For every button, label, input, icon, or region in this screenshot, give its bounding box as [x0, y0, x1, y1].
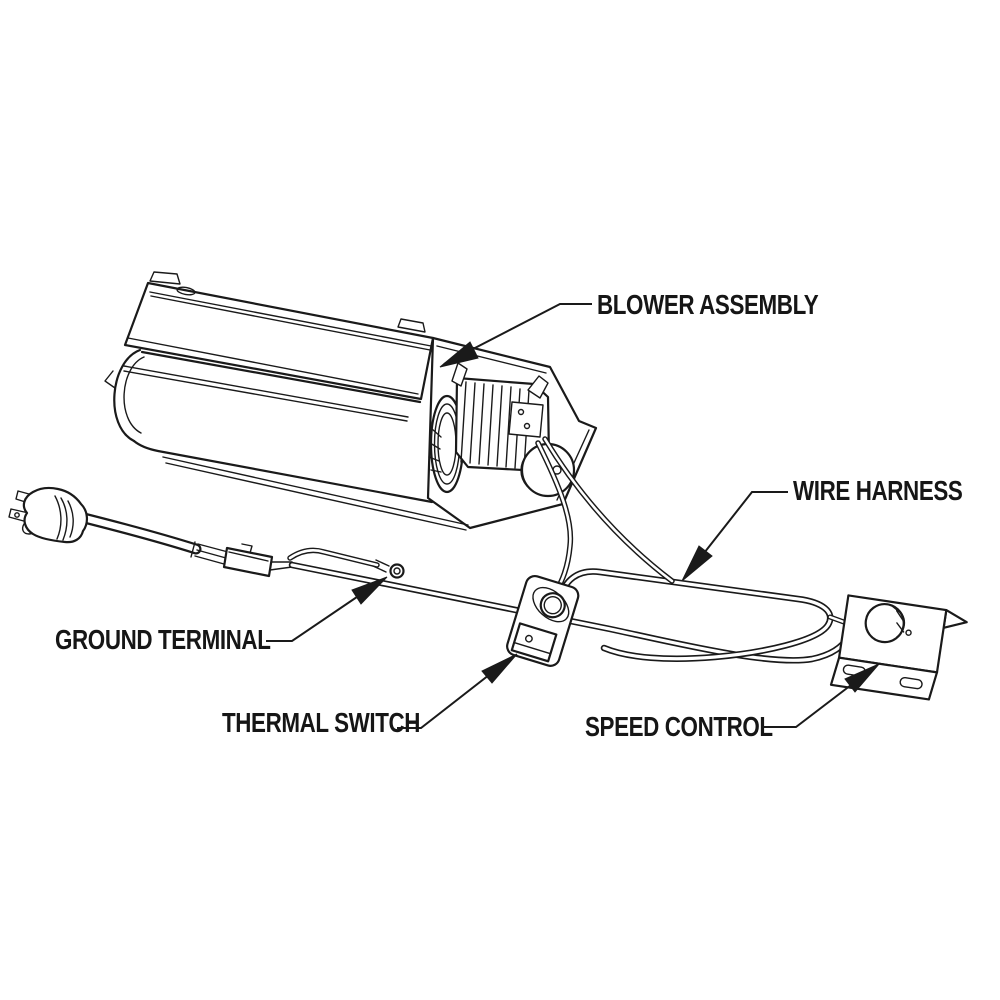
blower-drum — [104, 348, 469, 531]
inline-connector — [222, 543, 274, 578]
speed-control-knob — [864, 602, 912, 644]
label-wire-harness: WIRE HARNESS — [793, 475, 963, 506]
speed-control-drawing — [829, 594, 968, 701]
label-speed-control: SPEED CONTROL — [585, 711, 773, 742]
ground-wire-drawing — [287, 547, 405, 579]
blower-top-panel — [123, 271, 435, 401]
cord-splice-wires — [194, 543, 293, 571]
leader-blower-assembly — [439, 303, 592, 368]
power-plug — [8, 486, 88, 544]
leader-wire-harness — [681, 491, 788, 582]
power-cord-drawing — [8, 486, 293, 578]
leader-thermal-switch — [397, 653, 518, 729]
label-ground-terminal: GROUND TERMINAL — [55, 624, 271, 655]
leader-ground-terminal — [266, 576, 388, 642]
blower-motor — [451, 362, 576, 498]
thermal-switch-drawing — [506, 574, 580, 667]
blower-inlet-rings — [428, 394, 465, 494]
label-blower-assembly: BLOWER ASSEMBLY — [597, 289, 819, 320]
wire-harness-drawing — [288, 436, 855, 664]
leader-speed-control — [764, 663, 880, 728]
blower-assembly-drawing — [104, 271, 598, 531]
label-thermal-switch: THERMAL SWITCH — [222, 707, 421, 738]
ground-ring-terminal — [389, 563, 405, 579]
